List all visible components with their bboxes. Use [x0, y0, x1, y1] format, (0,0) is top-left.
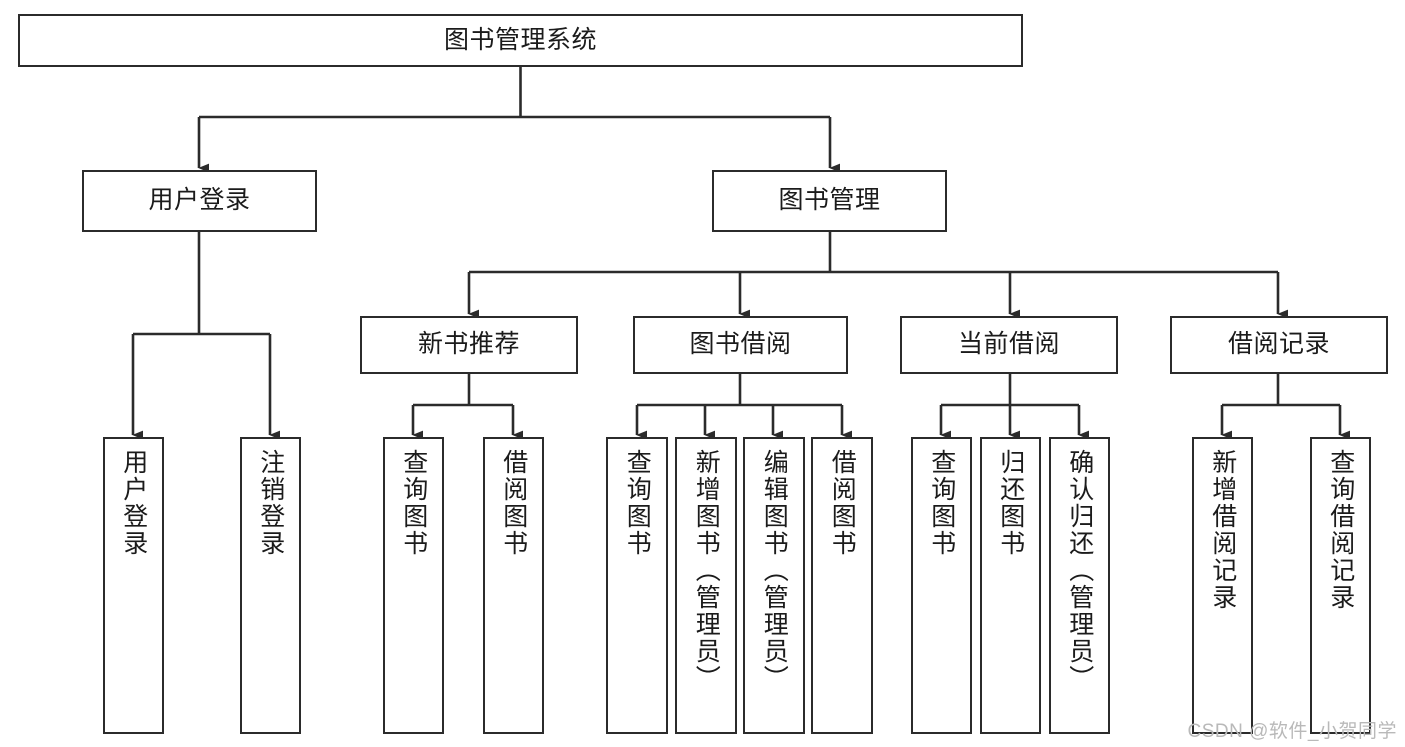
node-leaf-add-book[interactable]: 新增图书（管理员）: [675, 437, 737, 734]
node-current-borrow[interactable]: 当前借阅: [900, 316, 1118, 374]
node-root-book-management-system[interactable]: 图书管理系统: [18, 14, 1023, 67]
node-leaf-add-borrow-record-label: 新增借阅记录: [1208, 449, 1237, 611]
csdn-watermark: CSDN @软件_小贺同学: [1187, 721, 1397, 742]
node-leaf-borrow-book-recommend-label: 借阅图书: [499, 449, 528, 557]
node-leaf-user-login[interactable]: 用户登录: [103, 437, 164, 734]
node-leaf-borrow-book-label: 借阅图书: [828, 449, 857, 557]
node-borrow-record-label: 借阅记录: [1227, 330, 1330, 359]
node-book-management[interactable]: 图书管理: [712, 170, 947, 232]
node-new-book-recommend[interactable]: 新书推荐: [360, 316, 578, 374]
node-leaf-query-book-recommend[interactable]: 查询图书: [383, 437, 444, 734]
node-leaf-borrow-book[interactable]: 借阅图书: [811, 437, 873, 734]
node-leaf-query-borrow-record[interactable]: 查询借阅记录: [1310, 437, 1371, 734]
node-leaf-borrow-book-recommend[interactable]: 借阅图书: [483, 437, 544, 734]
node-leaf-query-book-borrow[interactable]: 查询图书: [606, 437, 668, 734]
node-leaf-query-book-current-label: 查询图书: [927, 449, 956, 557]
node-leaf-confirm-return[interactable]: 确认归还（管理员）: [1049, 437, 1110, 734]
node-leaf-query-book-recommend-label: 查询图书: [399, 449, 428, 557]
node-leaf-user-login-label: 用户登录: [119, 449, 148, 557]
node-user-login[interactable]: 用户登录: [82, 170, 317, 232]
node-book-management-label: 图书管理: [778, 186, 881, 215]
node-leaf-edit-book-label: 编辑图书（管理员）: [760, 449, 789, 692]
node-root-label: 图书管理系统: [443, 25, 597, 54]
node-leaf-logout-login[interactable]: 注销登录: [240, 437, 301, 734]
node-borrow-record[interactable]: 借阅记录: [1170, 316, 1388, 374]
node-user-login-label: 用户登录: [148, 186, 251, 215]
node-book-borrow-label: 图书借阅: [689, 330, 792, 359]
node-leaf-query-borrow-record-label: 查询借阅记录: [1326, 449, 1355, 611]
node-book-borrow[interactable]: 图书借阅: [633, 316, 848, 374]
node-leaf-query-book-borrow-label: 查询图书: [623, 449, 652, 557]
node-leaf-add-borrow-record[interactable]: 新增借阅记录: [1192, 437, 1253, 734]
node-leaf-logout-login-label: 注销登录: [256, 449, 285, 557]
node-new-book-recommend-label: 新书推荐: [417, 330, 520, 359]
node-leaf-return-book[interactable]: 归还图书: [980, 437, 1041, 734]
node-leaf-return-book-label: 归还图书: [996, 449, 1025, 557]
node-leaf-add-book-label: 新增图书（管理员）: [692, 449, 721, 692]
node-leaf-edit-book[interactable]: 编辑图书（管理员）: [743, 437, 805, 734]
node-leaf-query-book-current[interactable]: 查询图书: [911, 437, 972, 734]
node-current-borrow-label: 当前借阅: [957, 330, 1060, 359]
node-leaf-confirm-return-label: 确认归还（管理员）: [1065, 449, 1094, 692]
